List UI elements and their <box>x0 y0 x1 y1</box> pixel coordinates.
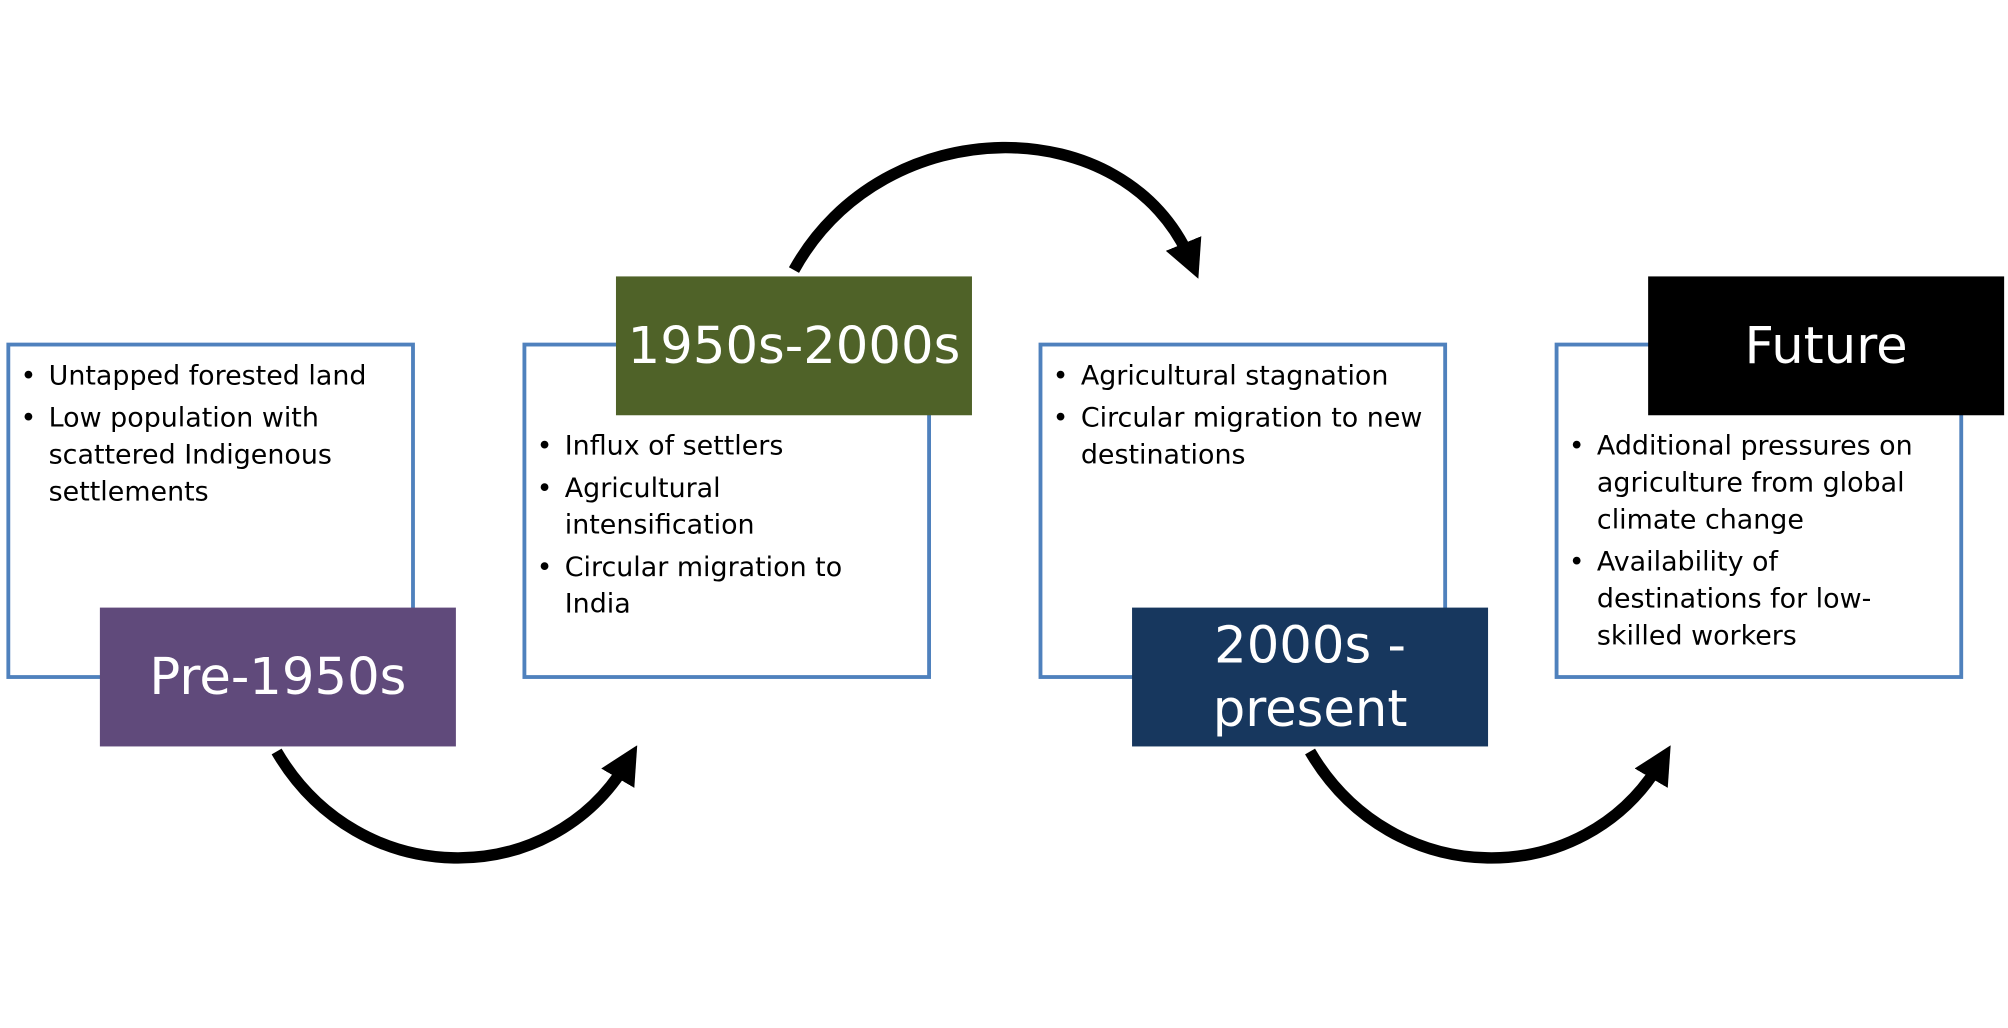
stage-label-pre-1950s: Pre-1950s <box>99 607 456 747</box>
stage-bullets-future: Additional pressures on agriculture from… <box>1556 428 1940 660</box>
bullet-item: Influx of settlers <box>524 428 857 465</box>
stage-bullets-2000s-present: Agricultural stagnation Circular migrati… <box>1040 358 1437 479</box>
bullet-item: Circular migration to India <box>524 549 857 623</box>
stage-bullets-pre-1950s: Untapped forested land Low population wi… <box>8 358 392 516</box>
stage-label-1950s-2000s: 1950s-2000s <box>615 276 972 416</box>
bullet-item: Untapped forested land <box>8 358 392 395</box>
arrow-2000s-to-future <box>1305 745 1671 864</box>
stage-label-future: Future <box>1648 276 2005 416</box>
stage-bullets-1950s-2000s: Influx of settlers Agricultural intensif… <box>524 428 857 628</box>
bullet-item: Availability of destinations for low-ski… <box>1556 544 1940 655</box>
arrow-1950s-to-2000s <box>788 141 1202 279</box>
bullet-item: Agricultural intensification <box>524 470 857 544</box>
bullet-item: Circular migration to new destinations <box>1040 400 1437 474</box>
bullet-item: Additional pressures on agriculture from… <box>1556 428 1940 539</box>
arrow-pre1950s-to-1950s <box>271 745 638 864</box>
bullet-item: Agricultural stagnation <box>1040 358 1437 395</box>
bullet-item: Low population with scattered Indigenous… <box>8 400 392 511</box>
stage-label-2000s-present: 2000s - present <box>1132 607 1489 747</box>
